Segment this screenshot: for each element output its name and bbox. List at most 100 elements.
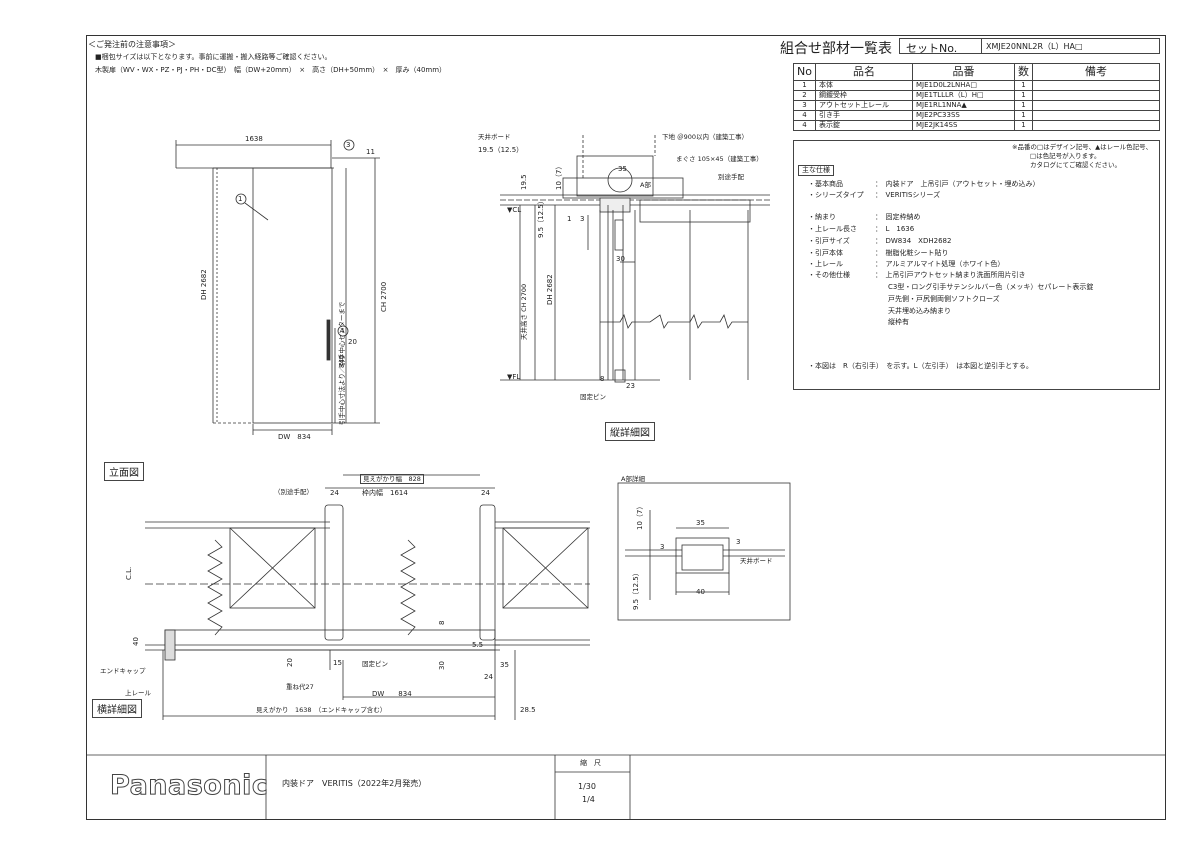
vert-dim-9-5: 9.5（12.5）: [537, 197, 545, 238]
horiz-dim-24a: 24: [330, 489, 339, 497]
elevation-label: 立面図: [104, 462, 144, 481]
set-label: セットNo.: [906, 42, 958, 55]
horiz-dim-5-5: 5.5: [472, 641, 484, 649]
notice-title: ＜ご発注前の注意事項＞: [88, 40, 176, 49]
elev-side-note: 引手中心寸法より／引手中心センターまで: [338, 301, 346, 425]
vert-dim-30: 30: [616, 255, 625, 263]
horiz-dim-20: 20: [286, 658, 294, 667]
spec-label: ・納まり: [808, 213, 836, 221]
table-note-2: □は色記号が入ります。: [1030, 152, 1101, 160]
spec-extra: 天井埋め込み納まり: [888, 307, 951, 315]
spec-value: ： 上吊引戸アウトセット納まり洗面所用片引き: [875, 271, 1026, 279]
vert-dh: DH 2682: [546, 274, 554, 305]
vert-fixed-pin: 固定ピン: [580, 393, 606, 401]
a-detail-dim-40: 40: [696, 588, 705, 596]
elev-top-width: 1638: [245, 135, 263, 143]
vert-lower-ground: 下地 ＠900以内（建築工事）: [662, 133, 748, 141]
horiz-fixed-pin: 固定ピン: [362, 660, 388, 668]
horizontal-label: 横詳細図: [92, 699, 142, 718]
table-note-1: ※品番の□はデザイン記号、▲はレール色記号、: [1012, 143, 1153, 151]
vert-dim-35: 35: [618, 165, 627, 173]
horizontal-section-drawing: [145, 474, 590, 720]
vert-rough: まぐさ 105×45（建築工事）: [676, 155, 763, 163]
vertical-label: 縦詳細図: [605, 422, 655, 441]
spec-box: [793, 140, 1160, 390]
header-title: 組合せ部材一覧表: [780, 41, 892, 57]
notice-line-1: ■梱包サイズは以下となります。事前に運搬・搬入経路等ご確認ください。: [95, 53, 332, 61]
elev-bottom: DW 834: [278, 433, 311, 441]
scale-2: 1/4: [582, 795, 595, 804]
horiz-dim-30: 30: [438, 661, 446, 670]
spec-value: ： VERITISシリーズ: [875, 191, 941, 199]
vert-dim-8: 8: [600, 375, 605, 383]
spec-value: ： DW834 XDH2682: [875, 237, 952, 245]
vert-ceiling-board: 天井ボード: [478, 133, 511, 141]
title-product: 内装ドア VERITIS（2022年2月発売）: [282, 779, 427, 788]
horiz-cl: C.L.: [125, 566, 133, 580]
vert-dim-23: 23: [626, 382, 635, 390]
spec-label: ・引戸本体: [808, 249, 843, 257]
a-detail-dim-3a: 3: [660, 543, 665, 551]
spec-value: ： 内装ドア 上吊引戸（アウトセット・埋め込み）: [875, 180, 1040, 188]
horiz-dim-24b: 24: [481, 489, 490, 497]
a-detail-dim-9-5: 9.5（12.5）: [632, 569, 640, 610]
spec-label: ・上レール: [808, 260, 843, 268]
drawing-sheet: [86, 35, 1166, 820]
spec-label: ・上レール長さ: [808, 225, 857, 233]
elev-callout-3: 3: [346, 141, 351, 149]
spec-label: ・基本商品: [808, 180, 843, 188]
table-note-3: カタログにてご確認ください。: [1030, 161, 1121, 169]
elev-height-ch: CH 2700: [380, 281, 388, 312]
a-detail-dim-10: 10（7）: [636, 502, 644, 530]
a-detail-drawing: [617, 482, 791, 621]
elevation-drawing: [175, 139, 380, 435]
spec-label: ・引戸サイズ: [808, 237, 850, 245]
col-note: 備考: [1031, 63, 1161, 81]
elev-height-dh: DH 2682: [200, 269, 208, 300]
notice-line-2: 木製扉（WV・WX・PZ・PJ・PH・DC型） 幅（DW+20mm） × 高さ（…: [95, 66, 447, 74]
vert-cl: ▼CL: [507, 206, 522, 214]
horiz-dim-8: 8: [438, 620, 446, 625]
horiz-separate: （別途手配）: [274, 488, 313, 496]
vert-ch: 天井高さ CH 2700: [520, 283, 528, 340]
spec-extra: 戸先側・戸尻側両側ソフトクローズ: [888, 295, 1000, 303]
vert-dim-19-5: 19.5（12.5）: [478, 146, 524, 154]
horiz-dim-15: 15: [333, 659, 342, 667]
a-detail-dim-35: 35: [696, 519, 705, 527]
horiz-dw: DW 834: [372, 690, 412, 698]
horiz-visible: 見えがかり 1638 （エンドキャップ含む）: [256, 706, 387, 714]
vert-a-detail: A部: [640, 181, 651, 189]
spec-value: ： 樹脂化粧シート貼り: [875, 249, 949, 257]
elev-dim-20: 20: [348, 338, 357, 346]
elev-callout-1: 1: [238, 195, 243, 203]
set-divider: [981, 38, 982, 54]
spec-value: ： L 1636: [875, 225, 915, 233]
a-detail-dim-3b: 3: [736, 538, 741, 546]
horiz-dim-28-5: 28.5: [520, 706, 536, 714]
spec-label: ・シリーズタイプ: [808, 191, 864, 199]
horiz-dim-35: 35: [500, 661, 509, 669]
horiz-rail: 上レール: [125, 689, 151, 697]
vert-dim-3: 3: [580, 215, 585, 223]
panasonic-logo: Panasonic: [109, 770, 269, 802]
spec-value: ： 固定枠納め: [875, 213, 921, 221]
vert-fl: ▼FL: [507, 373, 521, 381]
spec-label: ・その他仕様: [808, 271, 850, 279]
vert-dim-10: 10（7）: [555, 162, 563, 190]
spec-extra: C3型・ロング引手サテンシルバー色（メッキ）セパレート表示錠: [888, 283, 1094, 291]
horiz-inner: 枠内幅 1614: [362, 489, 408, 497]
vertical-section-drawing: [500, 135, 770, 383]
spec-heading: 主な仕様: [798, 165, 834, 176]
elev-callout-4: 4: [340, 327, 345, 335]
set-number-box: [899, 38, 1160, 54]
vert-dim-1: 1: [567, 215, 572, 223]
horiz-dim-24c: 24: [484, 673, 493, 681]
scale-label: 縮 尺: [580, 759, 601, 767]
horiz-visible-width: 見えがかり幅 828: [360, 474, 424, 484]
vert-separate: 別途手配: [718, 173, 744, 181]
vert-dim-19b: 19.5: [520, 174, 528, 190]
scale-1: 1/30: [578, 782, 596, 791]
